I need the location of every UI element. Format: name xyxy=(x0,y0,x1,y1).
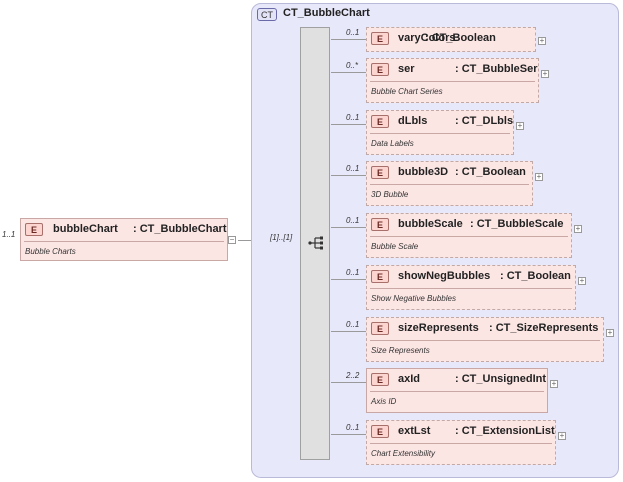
divider xyxy=(370,443,552,444)
expand-toggle[interactable]: + xyxy=(516,121,524,130)
element-name: ser xyxy=(398,63,415,75)
element-description: Size Represents xyxy=(371,346,430,355)
element-name: varyColors xyxy=(398,32,456,44)
element-badge: E xyxy=(371,218,389,231)
child-cardinality: 2..2 xyxy=(346,371,360,380)
child-connector xyxy=(331,434,366,435)
expand-toggle[interactable]: + xyxy=(558,431,566,440)
child-connector xyxy=(331,72,366,73)
child-connector xyxy=(331,279,366,280)
sequence-icon xyxy=(308,236,323,250)
element-name: showNegBubbles xyxy=(398,270,491,282)
divider xyxy=(370,391,544,392)
expand-toggle[interactable]: + xyxy=(535,172,543,181)
divider xyxy=(370,133,510,134)
element-name: extLst xyxy=(398,425,431,437)
child-cardinality: 0..1 xyxy=(346,28,360,37)
element-type: : CT_BubbleScale xyxy=(470,218,564,230)
child-cardinality: 0..1 xyxy=(346,164,360,173)
sequence-cardinality: [1]..[1] xyxy=(270,233,293,242)
element-name: sizeRepresents xyxy=(398,322,479,334)
element-name: dLbls xyxy=(398,115,428,127)
element-badge: E xyxy=(371,425,389,438)
child-connector xyxy=(331,175,366,176)
element-description: Show Negative Bubbles xyxy=(371,294,456,303)
child-cardinality: 0..1 xyxy=(346,216,360,225)
child-cardinality: 0..1 xyxy=(346,268,360,277)
child-cardinality: 0..1 xyxy=(346,113,360,122)
expand-toggle[interactable]: + xyxy=(606,328,614,337)
divider xyxy=(370,81,535,82)
child-cardinality: 0..1 xyxy=(346,320,360,329)
element-type: : CT_DLbls xyxy=(455,115,514,127)
element-type: : CT_Boolean xyxy=(455,166,526,178)
element-type: : CT_BubbleSer xyxy=(455,63,538,75)
element-badge: E xyxy=(371,115,389,128)
child-connector xyxy=(331,124,366,125)
element-badge: E xyxy=(371,373,389,386)
element-badge: E xyxy=(25,223,43,236)
expand-toggle[interactable]: + xyxy=(578,276,586,285)
complex-type-title: CT_BubbleChart xyxy=(283,7,370,19)
divider xyxy=(370,288,572,289)
element-type: : CT_Boolean xyxy=(425,32,496,44)
element-badge: E xyxy=(371,32,389,45)
element-type: : CT_UnsignedInt xyxy=(455,373,547,385)
element-description: Bubble Chart Series xyxy=(371,87,443,96)
element-type: : CT_Boolean xyxy=(500,270,571,282)
child-cardinality: 0..1 xyxy=(346,423,360,432)
child-connector xyxy=(331,382,366,383)
divider xyxy=(24,241,224,242)
child-connector xyxy=(331,331,366,332)
element-badge: E xyxy=(371,270,389,283)
root-element-bubbleChart[interactable]: E bubbleChart : CT_BubbleChart Bubble Ch… xyxy=(20,218,228,261)
element-name: bubbleScale xyxy=(398,218,463,230)
element-description: Axis ID xyxy=(371,397,397,406)
expand-toggle[interactable]: + xyxy=(541,69,549,78)
child-connector xyxy=(331,227,366,228)
element-description: 3D Bubble xyxy=(371,190,409,199)
collapse-toggle[interactable]: − xyxy=(228,235,236,244)
element-description: Bubble Scale xyxy=(371,242,419,251)
element-name: axId xyxy=(398,373,421,385)
element-name: bubble3D xyxy=(398,166,449,178)
expand-toggle[interactable]: + xyxy=(538,36,546,45)
element-type: : CT_ExtensionList xyxy=(455,425,555,437)
divider xyxy=(370,340,600,341)
element-description: Chart Extensibility xyxy=(371,449,436,458)
element-description: Data Labels xyxy=(371,139,414,148)
divider xyxy=(370,184,529,185)
expand-toggle[interactable]: + xyxy=(574,224,582,233)
element-type: : CT_SizeRepresents xyxy=(489,322,599,334)
child-cardinality: 0..* xyxy=(346,61,359,70)
root-cardinality: 1..1 xyxy=(2,230,16,239)
complex-type-badge: CT xyxy=(257,8,277,21)
element-badge: E xyxy=(371,322,389,335)
child-connector xyxy=(331,39,366,40)
element-description: Bubble Charts xyxy=(25,247,76,256)
element-badge: E xyxy=(371,63,389,76)
divider xyxy=(370,236,568,237)
element-type: : CT_BubbleChart xyxy=(133,223,227,235)
element-name: bubbleChart xyxy=(53,223,118,235)
expand-toggle[interactable]: + xyxy=(550,379,558,388)
element-badge: E xyxy=(371,166,389,179)
